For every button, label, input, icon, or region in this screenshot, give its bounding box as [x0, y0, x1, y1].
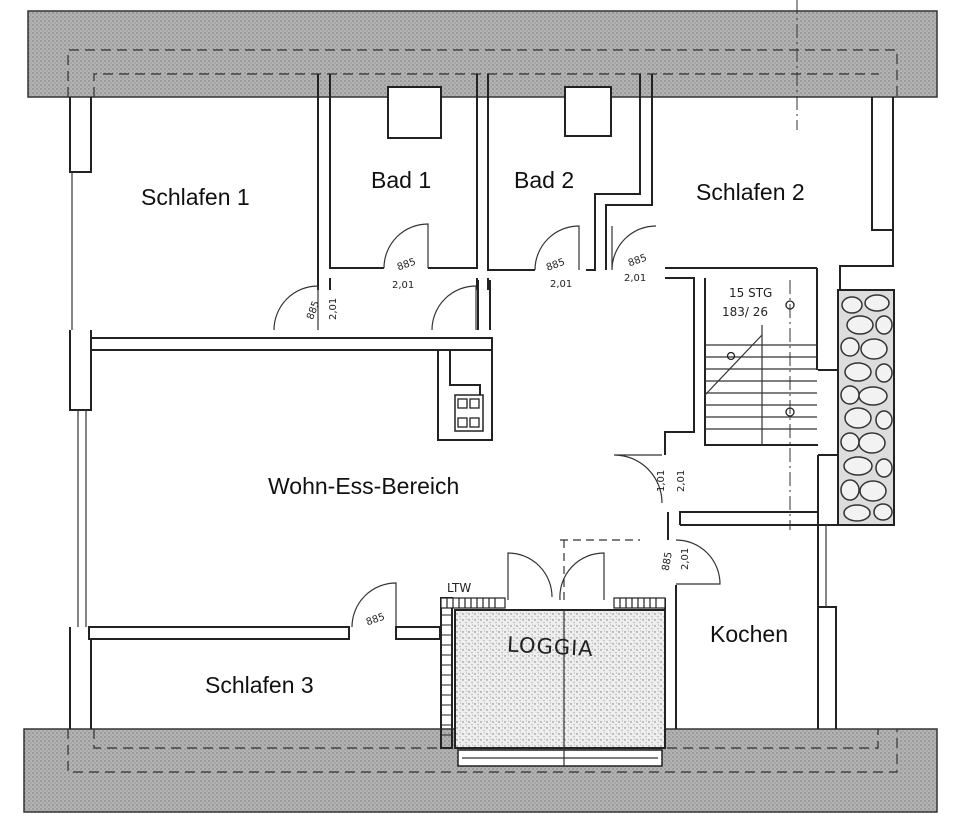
stairs-steps-label: 15 STG [729, 286, 772, 300]
shaft-bad1 [387, 86, 442, 139]
stove-burners [457, 398, 480, 428]
door-dim-bad2-height: 2,01 [550, 279, 572, 290]
door-dim-kochen-width: 885 [661, 551, 675, 572]
loggia-rail-side [441, 614, 452, 736]
roof-dashed-outline-bottom [67, 729, 898, 773]
door-arcs [273, 223, 721, 628]
roof-dashed-outline-inner-top [93, 73, 879, 97]
shaft-bad2 [564, 86, 612, 137]
door-dim-bad2-width: 885 [545, 257, 567, 274]
wardrobe-partition-left [88, 626, 350, 640]
door-dim-schlafen2-height: 2,01 [624, 273, 646, 284]
door-dim-schlafen1-height: 2,01 [328, 298, 339, 320]
wardrobe-partition-right [395, 626, 441, 640]
door-dim-stair-height: 2,01 [676, 470, 687, 492]
stove [454, 394, 484, 432]
door-dim-bad1-height: 2,01 [392, 280, 414, 291]
roof-dashed-outline-inner-bottom [93, 729, 879, 749]
room-label-schlafen-2: Schlafen 2 [696, 179, 805, 205]
roof-band-top [27, 10, 938, 98]
stone-pattern [840, 294, 893, 522]
room-label-bad-2: Bad 2 [514, 167, 574, 193]
door-dim-stair-width: 1,01 [656, 470, 667, 492]
wall-schlafen1-bad1 [317, 74, 384, 285]
loggia-floor [454, 609, 666, 749]
wall-stair-right [667, 268, 819, 540]
exterior-wall-right-lower [817, 525, 837, 729]
wall-niche [437, 350, 493, 441]
wall-loggia-right [664, 585, 677, 748]
wall-stair [664, 267, 818, 455]
loggia-rail-left [440, 597, 506, 609]
fireplace-wall [817, 369, 839, 526]
ltw-label: LTW [447, 581, 471, 595]
roof-dashed-outline-top [67, 49, 898, 97]
stairs-ratio-label: 183/ 26 [722, 305, 768, 319]
room-label-bad-1: Bad 1 [371, 167, 431, 193]
door-dim-kochen-height: 2,01 [680, 548, 691, 570]
exterior-wall-left [69, 97, 92, 729]
room-label-wohn-ess: Wohn-Ess-Bereich [268, 473, 459, 499]
wall-bad2-right [586, 74, 653, 271]
wall-corridor [90, 337, 493, 351]
room-label-loggia: LOGGIA [506, 633, 594, 661]
door-dim-schlafen3-width: 885 [365, 612, 387, 629]
door-dim-bad1-width: 885 [396, 257, 418, 274]
wall-bad-bottom-lines [317, 278, 489, 290]
room-label-kochen: Kochen [710, 621, 788, 647]
room-label-schlafen-3: Schlafen 3 [205, 672, 314, 698]
stair-steps [704, 325, 817, 445]
wall-bad1-bottom [428, 74, 535, 271]
loggia-rail-right [613, 597, 666, 609]
door-dim-schlafen1-width: 885 [305, 300, 322, 322]
room-label-schlafen-1: Schlafen 1 [141, 184, 250, 210]
wall-corridor-right [477, 280, 491, 330]
stair-marker-2 [726, 351, 736, 361]
door-dim-schlafen2-width: 885 [627, 253, 649, 270]
